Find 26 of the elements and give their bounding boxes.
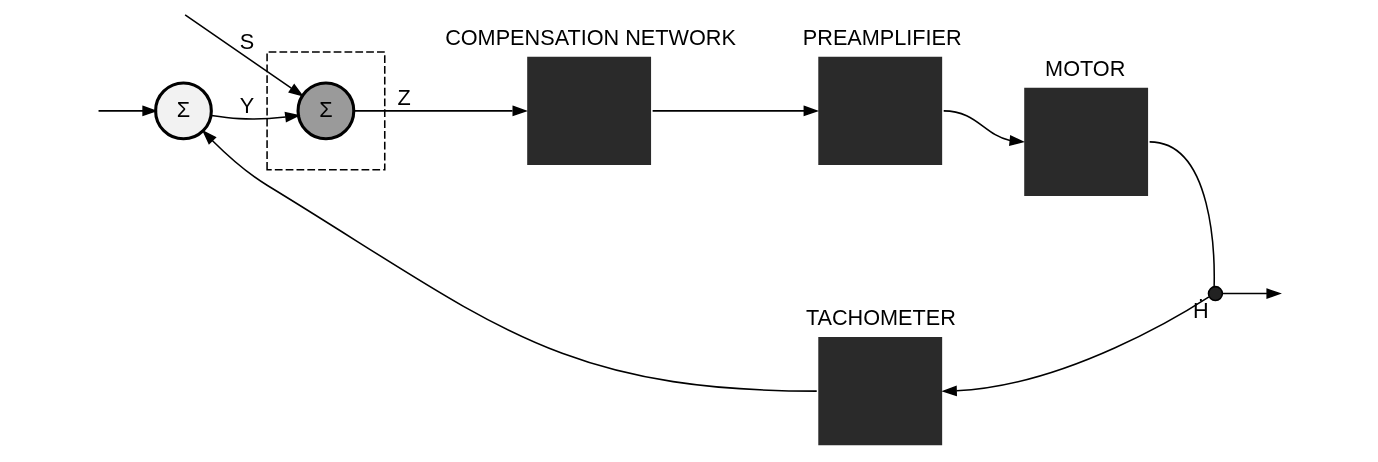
edge-label: S (239, 29, 255, 55)
node-circle (1207, 285, 1224, 302)
arrow (184, 14, 304, 97)
node-label: COMPENSATION NETWORK (445, 24, 736, 50)
node-circle: Σ (154, 81, 213, 141)
connector (1148, 141, 1215, 288)
node-box (818, 336, 943, 446)
arrow (201, 129, 818, 392)
node-box (818, 56, 943, 166)
node-label: MOTOR (1045, 55, 1126, 81)
edge-label: Z (397, 85, 411, 111)
cluster (266, 51, 386, 171)
arrow (941, 296, 1210, 397)
arrow (1222, 288, 1282, 300)
arrow (210, 111, 301, 123)
node-label: PREAMPLIFIER (802, 24, 962, 50)
arrow (942, 110, 1025, 146)
arrow (353, 105, 528, 117)
arrow (651, 105, 820, 117)
node-label: Ḣ (1192, 297, 1209, 323)
node-box (527, 56, 652, 166)
node-circle: Σ (296, 81, 356, 141)
node-box (1024, 87, 1149, 197)
node-label: TACHOMETER (805, 304, 956, 330)
edge-label: Y (239, 92, 255, 118)
arrow (97, 105, 158, 117)
